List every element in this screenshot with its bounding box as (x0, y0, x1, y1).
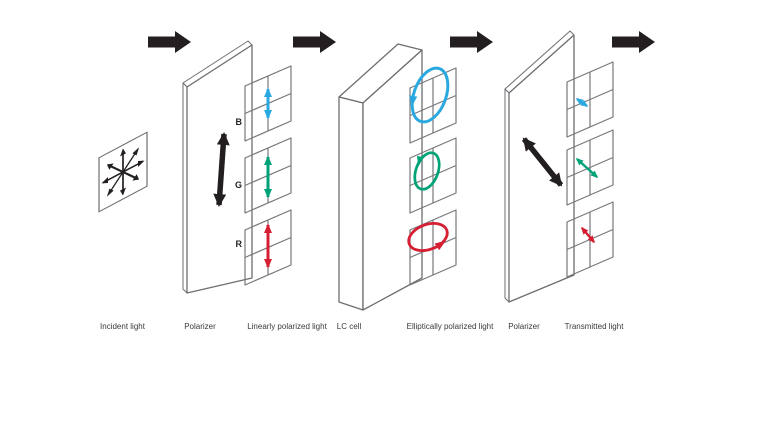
ellipse-green-icon (413, 151, 441, 191)
label-polarizer-1: Polarizer (184, 322, 216, 331)
flow-arrow-2-icon (293, 31, 336, 53)
channel-label-b: B (236, 117, 243, 127)
transmitted-light-cells (566, 61, 614, 278)
stage-labels: Incident light Polarizer Linearly polari… (100, 322, 624, 331)
flow-arrow-1-icon (148, 31, 191, 53)
flow-arrow-3-icon (450, 31, 493, 53)
label-polarizer-2: Polarizer (508, 322, 540, 331)
channel-label-r: R (236, 239, 243, 249)
elliptically-polarized-cells (407, 66, 457, 286)
label-linearly-polarized-light: Linearly polarized light (247, 322, 327, 331)
channel-label-g: G (235, 180, 242, 190)
label-lc-cell: LC cell (337, 322, 362, 331)
polarizer-2-panel (504, 30, 575, 303)
linearly-polarized-cells: B G R (235, 65, 292, 286)
lc-cell-slab (338, 43, 423, 311)
flow-arrows (148, 31, 655, 53)
ellipse-red-icon (407, 222, 449, 252)
incident-light-starburst-icon (98, 131, 148, 213)
flow-arrow-4-icon (612, 31, 655, 53)
polarizer-1-panel (182, 40, 253, 294)
transmitted-arrow-red-icon (581, 226, 595, 244)
transmitted-arrow-blue-icon (575, 98, 589, 107)
label-transmitted-light: Transmitted light (565, 322, 625, 331)
polarizer-2-axis-arrow-icon (521, 137, 564, 187)
polarizer-1-axis-arrow-icon (213, 132, 230, 207)
label-elliptically-polarized-light: Elliptically polarized light (407, 322, 494, 331)
ellipse-blue-icon (409, 66, 450, 124)
label-incident-light: Incident light (100, 322, 146, 331)
transmitted-arrow-green-icon (575, 157, 599, 179)
